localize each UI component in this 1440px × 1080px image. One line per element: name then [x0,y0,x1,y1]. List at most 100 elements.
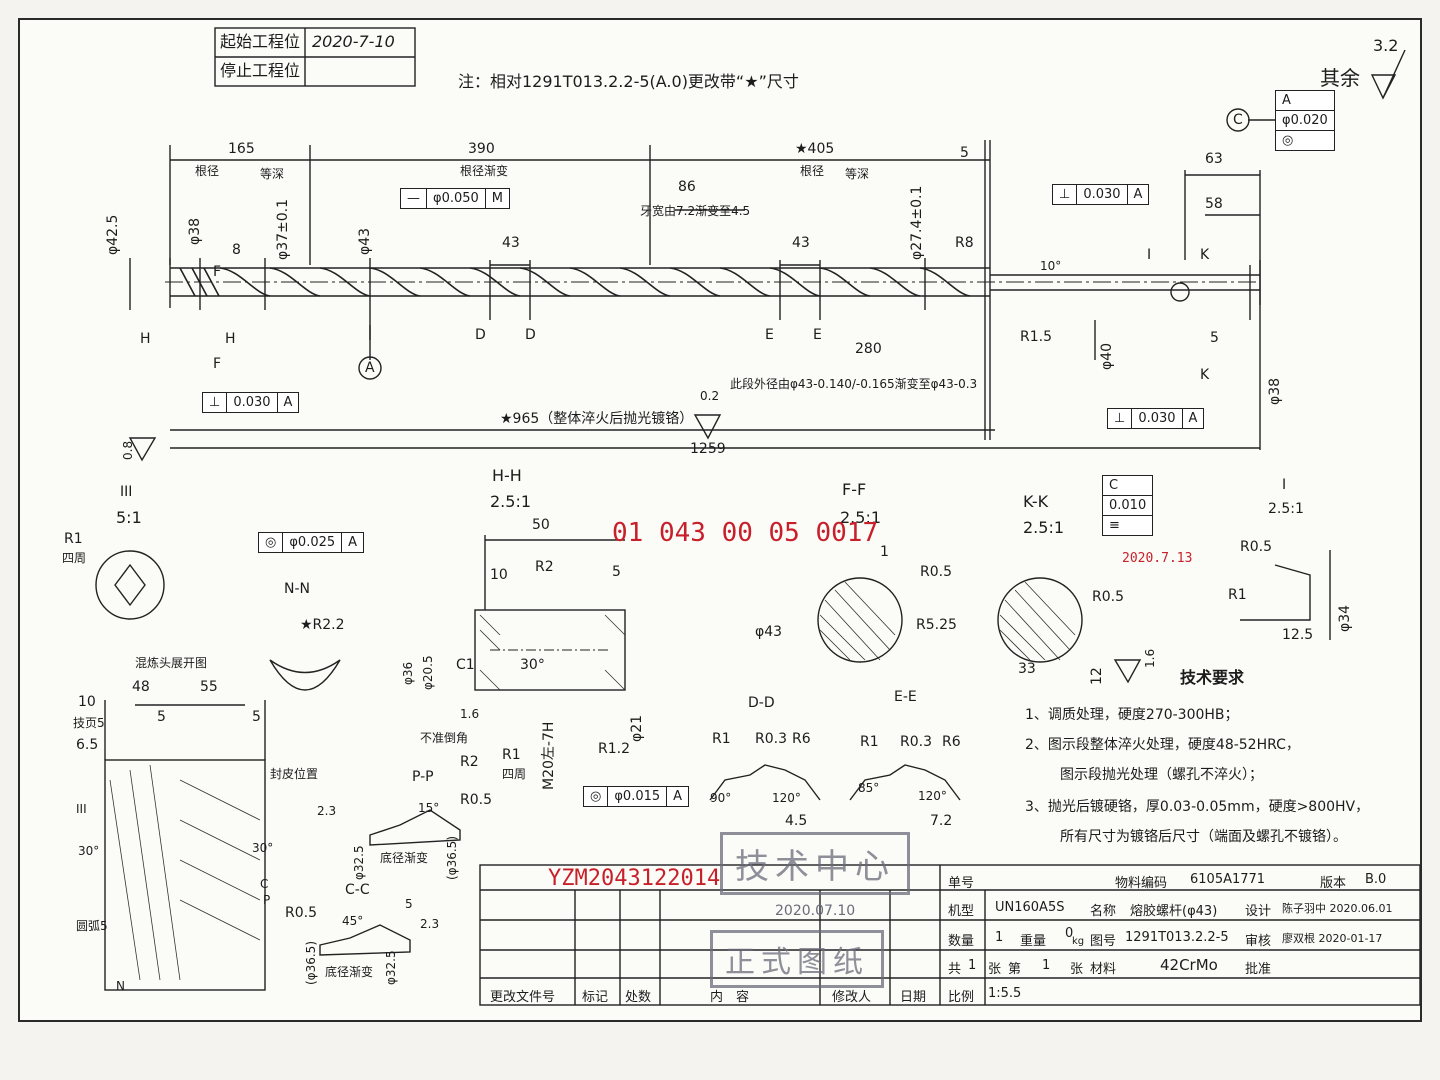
tb-qty-label: 数量 [948,934,975,949]
tb-material-code-label: 物料编码 [1115,876,1168,891]
cc-dim-r05: R0.5 [285,905,317,921]
view-kk-title: K-K [1023,492,1049,511]
tb-total: 1 [968,958,977,973]
tech-req-3b: 所有尺寸为镀铬后尺寸（端面及螺孔不镀铬）。 [1060,829,1347,845]
tb-weight-label: 重量 [1020,934,1047,949]
ff-dim-1: 1 [880,544,889,560]
ee-dim-r03: R0.3 [900,734,932,750]
tb-version-label: 版本 [1320,876,1347,891]
kk-roughness: 1.6 [1143,648,1157,668]
drawing-lines [95,27,1420,1006]
handwritten-ref: YZM2043122014 [548,866,721,891]
dim-58: 58 [1205,196,1223,212]
cc-dim-phi325: φ32.5 [384,950,398,985]
mix-dim-5a: 5 [157,709,166,725]
cc-note: 底径渐变 [325,965,374,979]
tech-req-title: 技术要求 [1180,668,1245,687]
tb-weight: 0 [1065,926,1074,941]
tol-perp-030-left: ⊥ 0.030 A [202,392,300,413]
tb-version: B.0 [1365,872,1387,887]
roughness-08: 0.8 [121,440,135,460]
cc-angle-45: 45° [342,914,364,928]
mix-label-c: C [260,877,269,891]
kk-dim-r05: R0.5 [1092,589,1124,605]
view-i-scale: 2.5:1 [1268,501,1304,517]
view-i-title: I [1282,477,1287,493]
mix-note1: 技页5 [73,716,105,730]
section-mark-h-left: H [140,331,151,347]
detail-mark-i: I [1147,247,1152,263]
dim-phi43: φ43 [357,227,373,255]
mix-label-iii: III [76,802,87,816]
view-kk-scale: 2.5:1 [1023,518,1065,537]
tb-material-label: 材料 [1090,962,1117,977]
tol-sym-010: C 0.010 ≡ [1102,475,1154,536]
tb-sheet: 1 [1042,958,1051,973]
tb-model: UN160A5S [995,900,1065,915]
tol-runout-020: A φ0.020 ◎ [1275,90,1335,151]
drawing-sheet: 起始工程位 2020-7-10 停止工程位 注：相对1291T013.2.2-5… [18,18,1422,1022]
handwritten-date: 2020.7.13 [1122,551,1193,566]
pp-dim-phi365: (φ36.5) [445,836,459,880]
root-depth-label-1: 等深 [260,167,285,181]
dim-8: 8 [232,242,241,258]
roughness-02: 0.2 [700,389,720,403]
mix-title: 混炼头展开图 [135,656,208,670]
view-iii-r1: R1 [64,531,83,547]
stamp-tech-center: 技术中心 [720,832,910,895]
tol-conc-025: ◎ φ0.025 A [258,532,365,553]
hh-dim-phi36: φ36 [401,661,415,685]
tb-review-label: 审核 [1245,934,1272,949]
dd-dim-r6: R6 [792,731,811,747]
hh-thread: M20左-7H [541,721,557,790]
tb-name: 熔胶螺杆(φ43) [1130,904,1218,919]
hh-dim-c1: C1 [456,657,475,673]
dim-390: 390 [468,141,495,157]
dim-phi425: φ42.5 [105,214,121,255]
ee-angle-120: 120° [918,789,947,803]
pp-angle-15: 15° [418,801,440,815]
view-iii-note: 四周 [62,551,87,565]
handwritten-code: 01 043 00 05 0017 [612,518,879,548]
tb-rev-doc: 更改文件号 [490,990,556,1005]
hh-dim-50: 50 [532,517,550,533]
view-iii-scale: 5:1 [116,508,142,527]
dd-dim-r03: R0.3 [755,731,787,747]
tb-drawing-no: 1291T013.2.2-5 [1125,930,1229,945]
pp-dim-23: 2.3 [317,804,337,818]
ee-dim-72: 7.2 [930,813,953,829]
kk-dim-33: 33 [1018,661,1036,677]
tol-perp-030-right-bot: ⊥ 0.030 A [1107,408,1205,429]
i-dim-r05: R0.5 [1240,539,1272,555]
tb-weight-unit: kg [1072,936,1085,947]
dim-1259: 1259 [690,441,726,457]
tech-req-2b: 图示段抛光处理（螺孔不淬火）； [1060,767,1263,783]
dim-405: ★405 [795,141,835,157]
mix-angle-30b: 30° [252,841,274,855]
i-dim-r1: R1 [1228,587,1247,603]
tb-sheet-unit: 张 [988,962,1002,977]
dd-angle-120: 120° [772,791,801,805]
dim-43-a: 43 [502,235,520,251]
tb-rev-count: 处数 [625,990,652,1005]
dim-63: 63 [1205,151,1223,167]
tol-perp-030-right-top: ⊥ 0.030 A [1052,184,1150,205]
dim-phi274: φ27.4±0.1 [909,185,925,260]
ee-dim-r6: R6 [942,734,961,750]
root-dia-label-1: 根径 [195,164,220,178]
root-dia-label-2: 根径 [800,164,825,178]
hh-dim-r2: R2 [535,559,554,575]
section-mark-d-right: D [525,327,536,343]
view-ff-title: F-F [842,480,867,499]
tb-scale: 1:5.5 [988,986,1022,1001]
view-iii-title: III [120,484,133,500]
hh-r1-note: 四周 [502,767,527,781]
tech-req-1: 1、调质处理，硬度270-300HB； [1025,707,1239,723]
dd-dim-r1: R1 [712,731,731,747]
mix-start-pos: 封皮位置 [270,767,319,781]
datum-c-label: C [1233,112,1243,128]
section-mark-f-bot: F [213,356,222,372]
section-mark-d-left: D [475,327,486,343]
view-hh-scale: 2.5:1 [490,492,532,511]
dim-10deg: 10° [1040,259,1062,273]
